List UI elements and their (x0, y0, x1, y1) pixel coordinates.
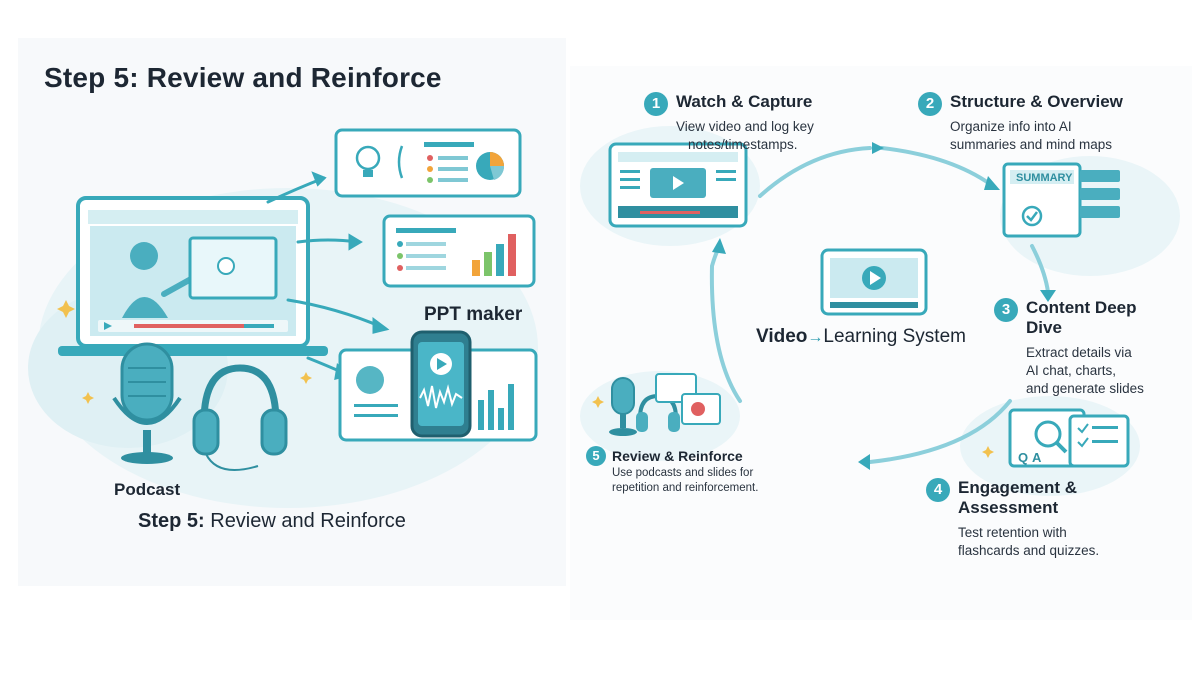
sparkles-right (592, 396, 994, 458)
caption-text: Review and Reinforce (204, 510, 406, 532)
step-3-desc-1: Extract details via (1026, 345, 1132, 360)
center-learning-system: Learning System (823, 326, 966, 347)
podcast-label: Podcast (114, 480, 181, 499)
center-arrow: → (807, 329, 824, 346)
step-4-number: 4 (926, 478, 950, 502)
center-video-word: Video (756, 326, 808, 347)
laptop-icon (58, 196, 328, 356)
quiz-a-label: A (1032, 450, 1042, 465)
step-3-desc-3: and generate slides (1026, 381, 1144, 396)
step-4-desc-2: flashcards and quizzes. (958, 543, 1100, 558)
step-5-title: Review & Reinforce (612, 448, 743, 464)
left-panel: Step 5: Review and Reinforce (18, 38, 566, 586)
step-1-title: Watch & Capture (676, 92, 813, 111)
left-caption: Step 5: Review and Reinforce (138, 510, 406, 533)
step-3-title-2: Dive (1026, 318, 1062, 337)
microphone-icon (112, 342, 182, 464)
step-2-number: 2 (918, 92, 942, 116)
step-3-desc-2: AI chat, charts, (1026, 363, 1117, 378)
step-1-desc-1: View video and log key (676, 119, 814, 134)
step-5-desc-2: repetition and reinforcement. (612, 482, 759, 494)
step-5-desc-1: Use podcasts and slides for (612, 467, 754, 479)
bar-chart-card (382, 214, 536, 288)
summary-document-icon (1002, 162, 1120, 238)
headphones-icon (192, 364, 288, 471)
step-3-title-1: Content Deep (1026, 298, 1137, 317)
left-illustration (28, 128, 538, 508)
step-1-desc-2: notes/timestamps. (688, 137, 798, 152)
center-label: Video→Learning System (756, 326, 966, 348)
step-4-title-1: Engagement & (958, 478, 1078, 497)
step-2-desc-1: Organize info into AI (950, 119, 1072, 134)
cycle-illustration: SUMMARY Q A (580, 126, 1180, 496)
video-card-icon (608, 142, 748, 228)
step-4-desc-1: Test retention with (958, 525, 1067, 540)
step-1-number: 1 (644, 92, 668, 116)
arrow-heads (712, 142, 1056, 470)
ppt-maker-label: PPT maker (424, 304, 523, 325)
summary-label: SUMMARY (1016, 172, 1073, 184)
quiz-cards-icon (1008, 408, 1130, 468)
center-video-icon (820, 248, 928, 316)
step-2-title: Structure & Overview (950, 92, 1123, 111)
lightbulb-icon (355, 145, 381, 171)
sparkles (57, 300, 312, 404)
step-5-number: 5 (586, 446, 606, 466)
right-panel: SUMMARY Q A (570, 66, 1192, 620)
caption-step: Step 5: (138, 510, 205, 532)
idea-card (334, 128, 522, 198)
step-3-number: 3 (994, 298, 1018, 322)
step-4-title-2: Assessment (958, 498, 1059, 517)
phone-icon (410, 330, 472, 438)
step-2-desc-2: summaries and mind maps (950, 137, 1113, 152)
quiz-q-label: Q (1018, 450, 1028, 465)
left-title: Step 5: Review and Reinforce (44, 62, 442, 93)
podcast-slides-icon (609, 373, 721, 436)
